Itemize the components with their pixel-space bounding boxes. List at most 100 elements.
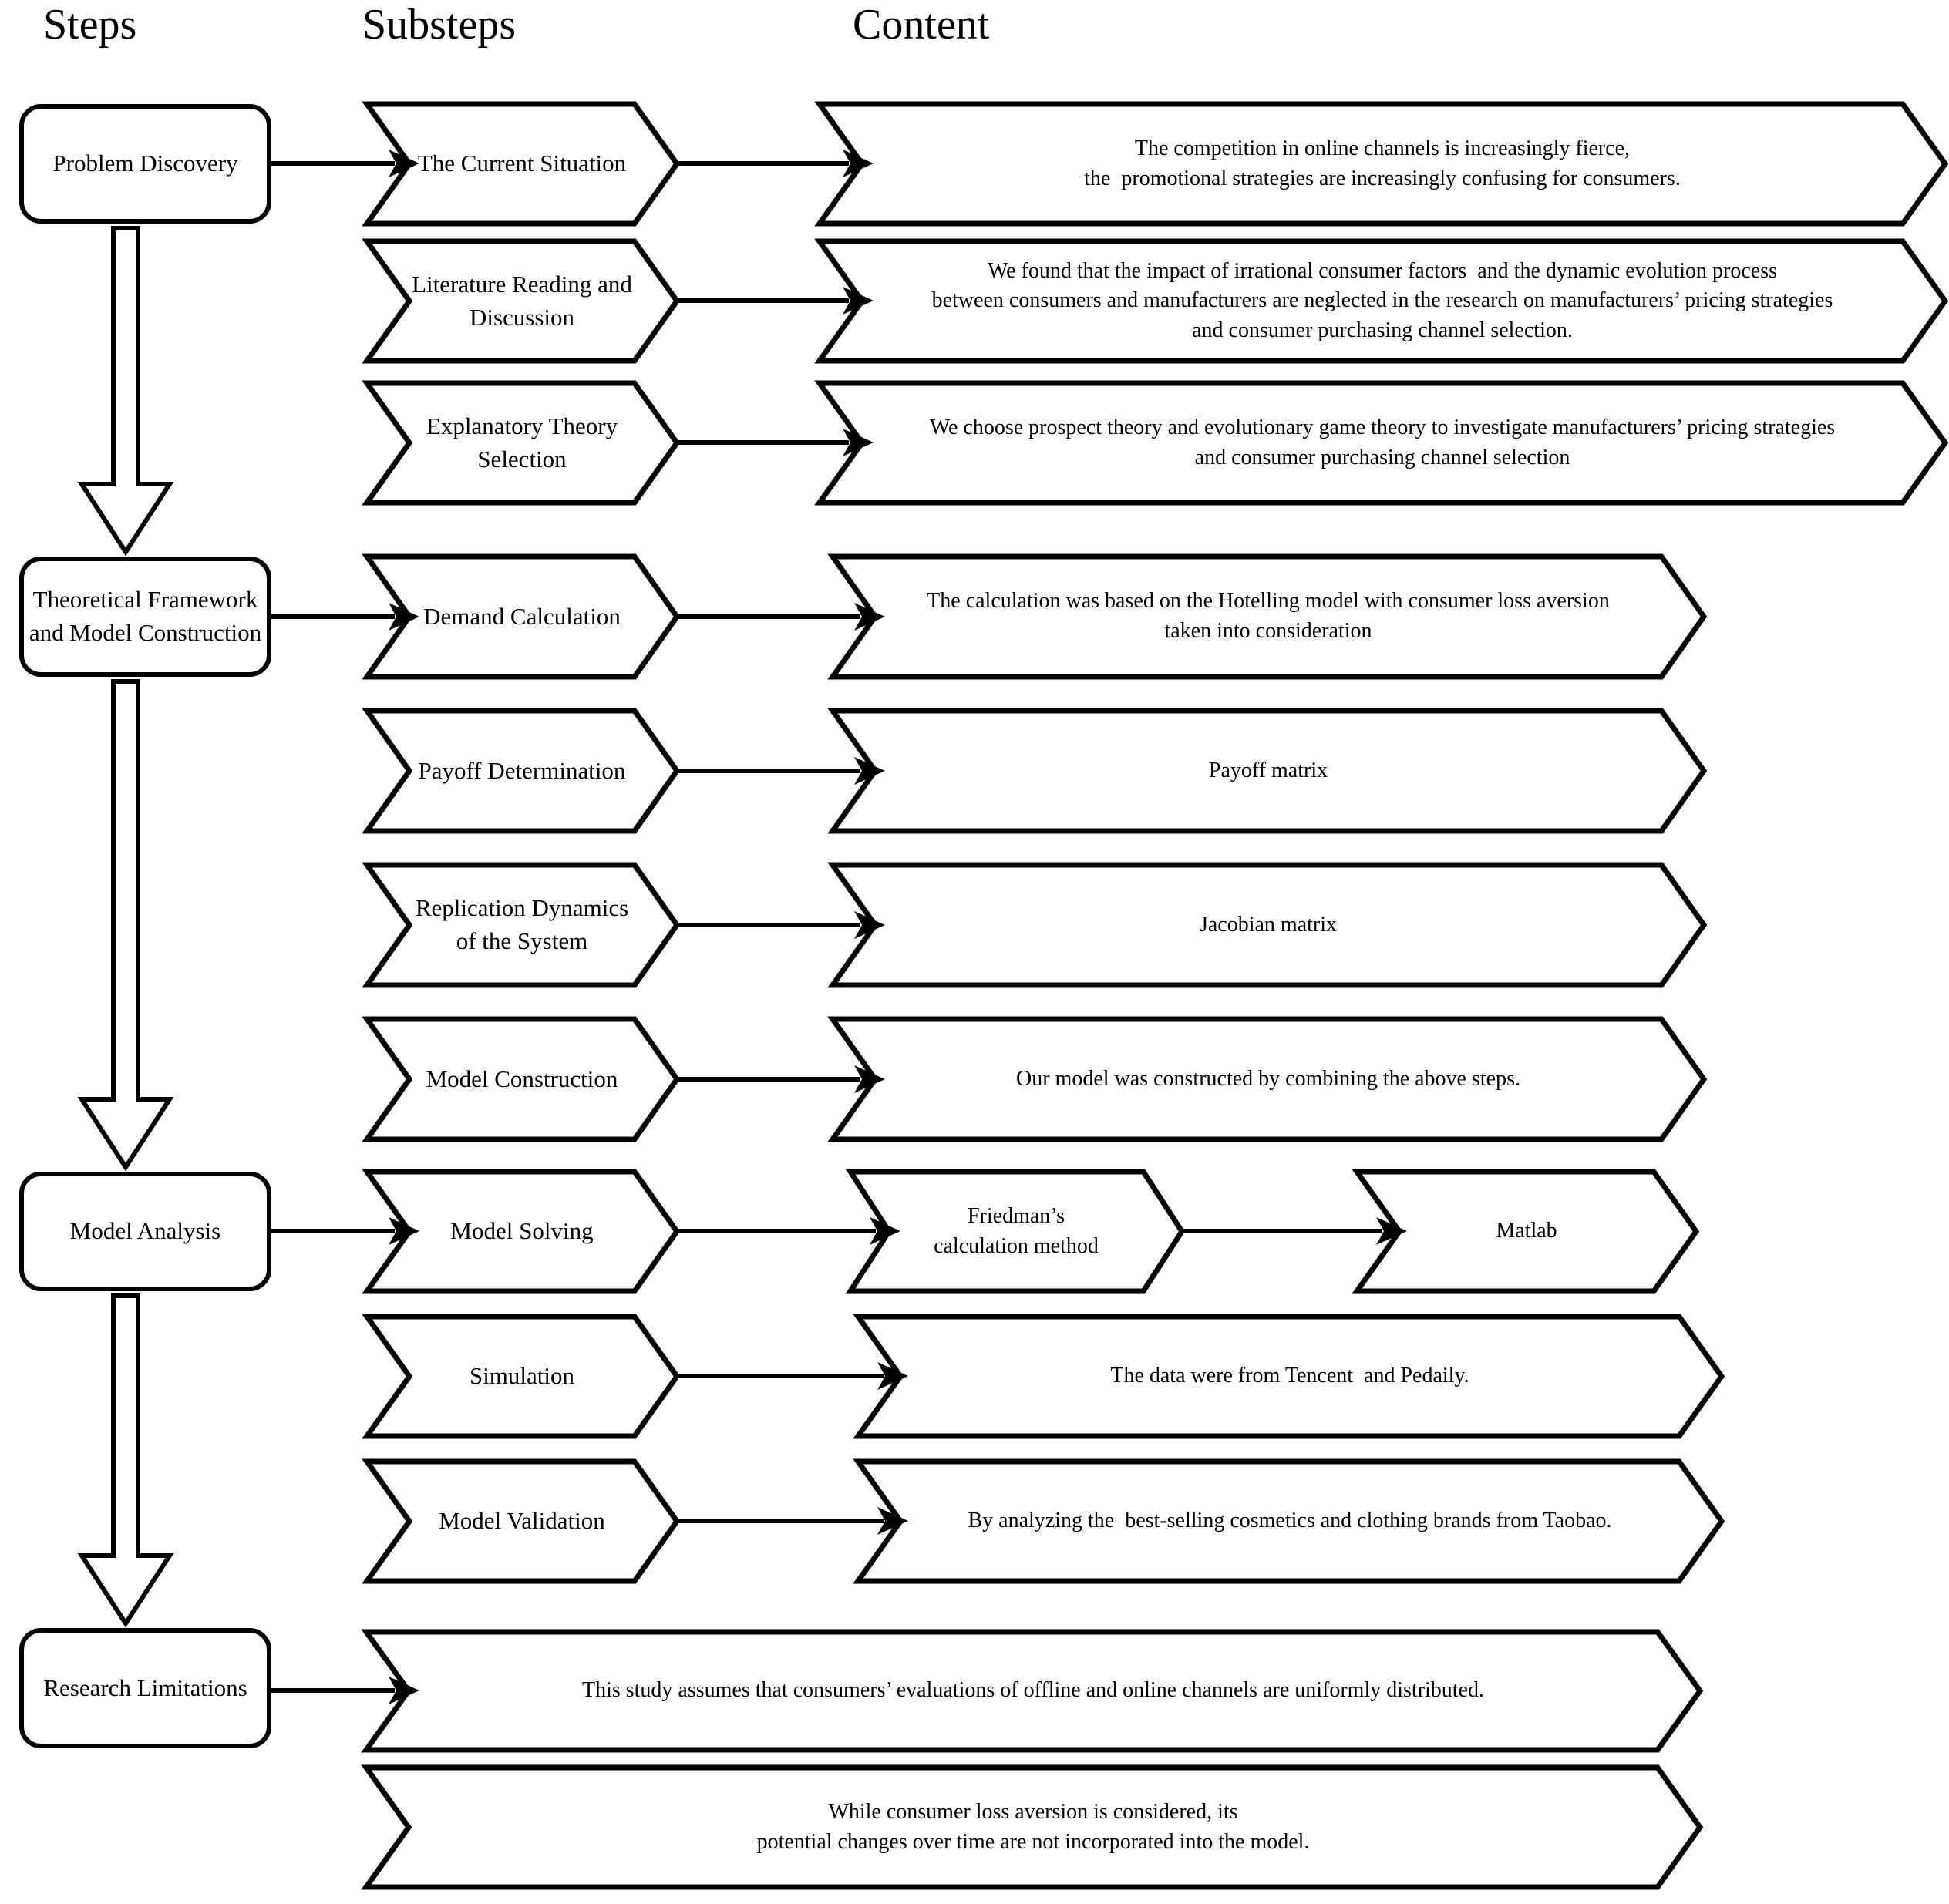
content-label-explanatory-theory: We choose prospect theory and evolutiona… (929, 415, 1836, 469)
arrow-explanatory-theory-to-content (677, 427, 874, 458)
substep-chevron-replication-dynamics-svg (362, 862, 681, 988)
substep-chevron-model-solving: Model Solving (362, 1169, 681, 1294)
arrow-framework-to-demand-calculation (271, 601, 419, 632)
down-arrow-framework-to-analysis-svg (77, 679, 174, 1172)
arrow-model-construction-to-content (677, 1064, 885, 1095)
down-arrow-framework-to-analysis (77, 679, 174, 1172)
substep-label-model-solving: Model Solving (450, 1217, 594, 1245)
content-label-demand-calculation: The calculation was based on the Hotelli… (927, 589, 1610, 643)
arrow-literature-reading-to-content (677, 285, 874, 316)
arrow-framework-to-demand-calculation-svg (271, 603, 419, 631)
content-label-current-situation: The competition in online channels is in… (1084, 136, 1681, 190)
content-chevron-current-situation: The competition in online channels is in… (814, 101, 1949, 227)
content-label-jacobian-matrix: Jacobian matrix (1199, 912, 1338, 937)
substep-chevron-model-validation-svg (362, 1458, 681, 1584)
arrow-demand-calculation-to-content (677, 601, 885, 632)
column-header-content: Content (853, 1, 990, 49)
arrow-replication-dynamics-to-content (677, 910, 885, 940)
arrow-simulation-to-content-svg (677, 1362, 908, 1390)
substep-chevron-simulation: Simulation (362, 1314, 681, 1439)
content-label-model-validation: By analyzing the best-selling cosmetics … (968, 1509, 1612, 1533)
arrow-replication-dynamics-to-content-svg (677, 911, 885, 939)
step-box-research-limitations: Research Limitations (19, 1628, 271, 1748)
content-chevron-jacobian-matrix: Jacobian matrix (827, 862, 1708, 988)
content-label-limitation-1: This study assumes that consumers’ evalu… (581, 1678, 1485, 1703)
arrow-research-limitations-to-content (271, 1675, 419, 1706)
content-label-simulation: The data were from Tencent and Pedaily. (1110, 1364, 1469, 1388)
content-chevron-model-construction: Our model was constructed by combining t… (827, 1016, 1708, 1142)
content-label-payoff-matrix: Payoff matrix (1208, 758, 1328, 782)
content-label-limitation-2: While consumer loss aversion is consider… (756, 1799, 1310, 1854)
substep-label-explanatory-theory: Explanatory Theory Selection (426, 412, 618, 473)
content-chevron-literature-reading: We found that the impact of irrational c… (814, 238, 1949, 364)
substep-chevron-model-construction-svg (362, 1016, 681, 1142)
arrow-payoff-determination-to-content (677, 755, 885, 786)
arrow-current-situation-to-content (677, 148, 874, 179)
substep-chevron-explanatory-theory: Explanatory Theory Selection (362, 380, 681, 506)
substep-label-model-construction: Model Construction (426, 1065, 618, 1092)
column-header-steps: Steps (43, 1, 137, 49)
step-label-model-analysis: Model Analysis (69, 1217, 221, 1245)
down-arrow-problem-to-framework-svg (77, 226, 174, 557)
step-label-research-limitations: Research Limitations (43, 1674, 247, 1701)
arrow-simulation-to-content (677, 1361, 908, 1391)
content-label-matlab: Matlab (1496, 1219, 1557, 1243)
arrow-friedman-to-matlab-svg (1182, 1217, 1407, 1245)
arrow-model-solving-to-friedman-svg (677, 1217, 900, 1245)
arrow-demand-calculation-to-content-svg (677, 603, 885, 631)
step-label-problem-discovery: Problem Discovery (52, 150, 238, 177)
content-chevron-payoff-matrix: Payoff matrix (827, 708, 1708, 834)
arrow-payoff-determination-to-content-svg (677, 757, 885, 785)
content-chevron-limitation-1: This study assumes that consumers’ evalu… (361, 1629, 1704, 1753)
column-header-substeps: Substeps (362, 1, 517, 49)
arrow-model-analysis-to-model-solving (271, 1216, 419, 1246)
substep-label-model-validation: Model Validation (439, 1507, 605, 1535)
substep-label-current-situation: The Current Situation (417, 150, 627, 177)
step-label-theoretical-framework: Theoretical Framework and Model Construc… (29, 586, 262, 646)
substep-label-demand-calculation: Demand Calculation (423, 602, 621, 630)
substep-label-simulation: Simulation (469, 1362, 575, 1390)
content-chevron-limitation-2: While consumer loss aversion is consider… (361, 1764, 1704, 1890)
step-box-theoretical-framework: Theoretical Framework and Model Construc… (19, 557, 271, 677)
substep-chevron-simulation-svg (362, 1314, 681, 1439)
content-chevron-limitation-2-svg (361, 1764, 1704, 1890)
content-chevron-friedman-method: Friedman’s calculation method (845, 1169, 1186, 1294)
arrow-model-validation-to-content-svg (677, 1507, 908, 1535)
substep-chevron-payoff-determination: Payoff Determination (362, 708, 681, 834)
substep-label-literature-reading: Literature Reading and Discussion (412, 270, 632, 331)
content-chevron-demand-calculation: The calculation was based on the Hotelli… (827, 553, 1708, 680)
down-arrow-problem-to-framework (77, 226, 174, 557)
substep-chevron-model-construction: Model Construction (362, 1016, 681, 1142)
arrow-problem-discovery-to-current-situation-svg (271, 150, 419, 177)
content-label-friedman-method: Friedman’s calculation method (934, 1203, 1099, 1258)
substep-label-replication-dynamics: Replication Dynamics of the System (415, 894, 629, 954)
down-arrow-analysis-to-limitations-svg (77, 1293, 174, 1628)
content-chevron-explanatory-theory: We choose prospect theory and evolutiona… (814, 380, 1949, 506)
content-chevron-model-validation: By analyzing the best-selling cosmetics … (853, 1458, 1725, 1584)
arrow-model-validation-to-content (677, 1505, 908, 1536)
substep-label-payoff-determination: Payoff Determination (418, 756, 626, 784)
content-label-literature-reading: We found that the impact of irrational c… (931, 258, 1833, 342)
arrow-problem-discovery-to-current-situation (271, 148, 419, 179)
arrow-model-construction-to-content-svg (677, 1065, 885, 1093)
substep-chevron-explanatory-theory-svg (362, 380, 681, 506)
arrow-research-limitations-to-content-svg (271, 1677, 419, 1704)
substep-chevron-literature-reading-svg (362, 238, 681, 364)
step-box-problem-discovery: Problem Discovery (19, 104, 271, 224)
substep-chevron-payoff-determination-svg (362, 708, 681, 834)
arrow-friedman-to-matlab (1182, 1216, 1407, 1246)
substep-chevron-literature-reading: Literature Reading and Discussion (362, 238, 681, 364)
arrow-literature-reading-to-content-svg (677, 287, 874, 315)
arrow-current-situation-to-content-svg (677, 150, 874, 177)
down-arrow-analysis-to-limitations (77, 1293, 174, 1628)
substep-chevron-replication-dynamics: Replication Dynamics of the System (362, 862, 681, 988)
step-box-model-analysis: Model Analysis (19, 1172, 271, 1291)
arrow-model-analysis-to-model-solving-svg (271, 1217, 419, 1245)
content-label-model-construction: Our model was constructed by combining t… (1016, 1066, 1520, 1091)
arrow-model-solving-to-friedman (677, 1216, 900, 1246)
substep-chevron-model-validation: Model Validation (362, 1458, 681, 1584)
substep-chevron-demand-calculation: Demand Calculation (362, 553, 681, 680)
arrow-explanatory-theory-to-content-svg (677, 429, 874, 456)
content-chevron-simulation: The data were from Tencent and Pedaily. (853, 1314, 1725, 1439)
